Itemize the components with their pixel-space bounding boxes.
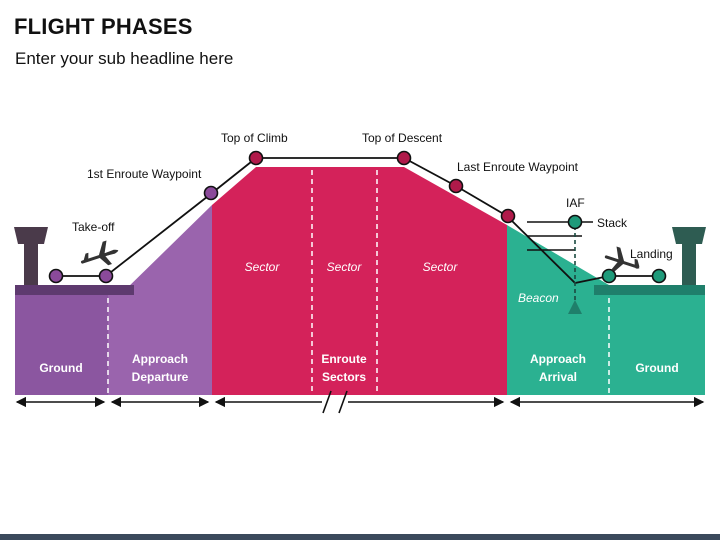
zone-approach-arrival-line1: Approach bbox=[530, 352, 586, 366]
zone-enroute-sectors-line1: Enroute bbox=[321, 352, 367, 366]
flight-path-line bbox=[56, 157, 659, 284]
waypoint-top-of-descent bbox=[396, 150, 412, 166]
enroute-sectors-region bbox=[212, 167, 507, 395]
label-iaf: IAF bbox=[566, 196, 585, 210]
control-tower-right-icon bbox=[672, 227, 706, 285]
zone-ground-left: Ground bbox=[39, 361, 82, 375]
approach-arrival-region bbox=[507, 225, 609, 395]
label-stack: Stack bbox=[597, 216, 628, 230]
label-takeoff: Take-off bbox=[72, 220, 115, 234]
waypoint-takeoff bbox=[98, 268, 114, 284]
zone-approach-departure-line1: Approach bbox=[132, 352, 188, 366]
sector-label-3: Sector bbox=[423, 260, 459, 274]
waypoint-landing-end bbox=[651, 268, 667, 284]
ground-right-region bbox=[609, 295, 705, 395]
zone-ground-right: Ground bbox=[635, 361, 678, 375]
waypoint-top-of-climb bbox=[248, 150, 264, 166]
control-tower-left-icon bbox=[14, 227, 48, 285]
label-1st-enroute-waypoint: 1st Enroute Waypoint bbox=[87, 167, 202, 181]
label-top-of-climb: Top of Climb bbox=[221, 131, 288, 145]
zone-dividers bbox=[107, 170, 610, 393]
label-top-of-descent: Top of Descent bbox=[362, 131, 443, 145]
sector-label-1: Sector bbox=[245, 260, 281, 274]
page-subtitle: Enter your sub headline here bbox=[15, 49, 234, 68]
waypoint-last-enroute bbox=[448, 178, 464, 194]
waypoint-1st-enroute bbox=[203, 185, 219, 201]
sector-label-2: Sector bbox=[327, 260, 363, 274]
waypoint-takeoff-start bbox=[48, 268, 64, 284]
runway-right bbox=[594, 285, 705, 295]
ground-left-region bbox=[15, 295, 108, 395]
waypoint-descent-entry bbox=[500, 208, 516, 224]
airplane-landing-icon bbox=[604, 246, 640, 272]
zone-approach-arrival-line2: Arrival bbox=[539, 370, 577, 384]
waypoint-landing bbox=[601, 268, 617, 284]
label-landing: Landing bbox=[630, 247, 673, 261]
zone-enroute-sectors-line2: Sectors bbox=[322, 370, 366, 384]
label-last-enroute-waypoint: Last Enroute Waypoint bbox=[457, 160, 579, 174]
page-title: FLIGHT PHASES bbox=[14, 14, 193, 39]
airplane-takeoff-icon bbox=[80, 240, 119, 266]
approach-departure-region bbox=[108, 205, 212, 395]
waypoint-iaf bbox=[567, 214, 583, 230]
footer-bar bbox=[0, 534, 720, 540]
runway-left bbox=[15, 285, 134, 295]
beacon-marker-icon bbox=[568, 300, 582, 314]
zone-approach-departure-line2: Departure bbox=[132, 370, 189, 384]
axis-break-icon bbox=[322, 390, 348, 414]
label-beacon: Beacon bbox=[518, 291, 559, 305]
